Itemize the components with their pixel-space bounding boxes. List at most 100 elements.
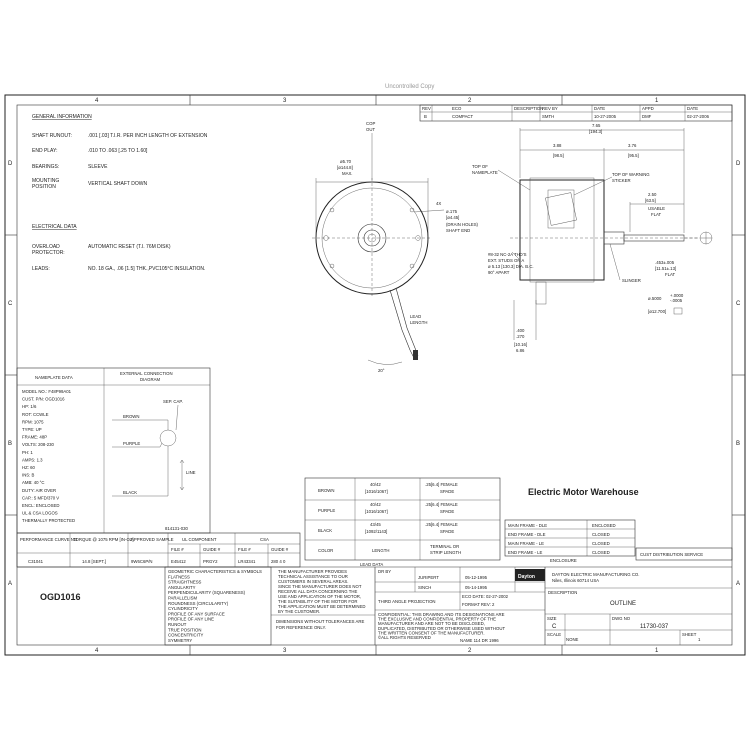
svg-text:.453±.005: .453±.005	[655, 260, 675, 265]
svg-text:[194.3]: [194.3]	[589, 129, 602, 134]
svg-text:FILE #: FILE #	[171, 547, 184, 552]
svg-text:.270: .270	[516, 334, 525, 339]
nameplate-line: UL & CSA LOGOS	[22, 511, 58, 516]
svg-text:.25[6.4] FEMALE: .25[6.4] FEMALE	[425, 522, 458, 527]
svg-text:ø5.70: ø5.70	[340, 159, 352, 164]
electrical-title: ELECTRICAL DATA	[32, 224, 77, 230]
svg-text:SCALE: SCALE	[547, 632, 561, 637]
notice-line: SINCE THE MANUFACTURER DOES NOT	[278, 584, 362, 589]
nameplate-line: AMPS: 1.3	[22, 457, 43, 462]
svg-text:280 4 0: 280 4 0	[271, 559, 286, 564]
svg-text:40/42: 40/42	[370, 482, 381, 487]
revision-block: REV ECO DESCRIPTION REV BY DATE APPD DAT…	[419, 104, 733, 122]
nameplate-line: ROT: CCWLE	[22, 412, 49, 417]
svg-text:DWG NO: DWG NO	[612, 616, 631, 621]
geometry-legend-line: PROFILE OF ANY SURFACE	[168, 611, 225, 616]
svg-text:EXT. STUDS ON A: EXT. STUDS ON A	[488, 258, 524, 263]
confidential-line: CONFIDENTIAL: THIS DRAWING AND ITS DESIG…	[378, 612, 505, 617]
row-marker: B	[8, 441, 12, 447]
svg-text:7.65: 7.65	[592, 123, 601, 128]
svg-text:OVERLOAD: OVERLOAD	[32, 244, 60, 250]
svg-text:SHEET: SHEET	[682, 632, 697, 637]
row-marker: C	[736, 301, 741, 307]
svg-text:POSITION: POSITION	[32, 184, 56, 190]
svg-text:CLOSED: CLOSED	[592, 532, 610, 537]
geometry-legend-line: STRAIGHTNESS	[168, 580, 202, 585]
svg-text:10-27-2005: 10-27-2005	[594, 114, 617, 119]
svg-text:[1016/1067]: [1016/1067]	[365, 489, 388, 494]
svg-text:ECO: ECO	[452, 106, 462, 111]
capacitor-symbol	[175, 404, 179, 431]
general-title: GENERAL INFORMATION	[32, 114, 92, 120]
svg-text:APPROVED SAMPLE: APPROVED SAMPLE	[131, 537, 174, 542]
svg-text:GUIDE #: GUIDE #	[271, 547, 289, 552]
motor-body	[519, 179, 605, 281]
svg-text:FLAT: FLAT	[665, 272, 676, 277]
svg-text:1: 1	[698, 637, 701, 642]
svg-text:END FRAME - DLE: END FRAME - DLE	[508, 532, 546, 537]
svg-text:DATE: DATE	[594, 106, 605, 111]
svg-text:[11.51±.13]: [11.51±.13]	[655, 266, 676, 271]
notice-line: THE SUITABILITY OF THE MOTOR FOR	[278, 599, 357, 604]
svg-text:#8-32 NC-2A THD'S: #8-32 NC-2A THD'S	[488, 252, 527, 257]
svg-text:DAYTON ELECTRIC MANUFACTURING: DAYTON ELECTRIC MANUFACTURING CO.	[552, 572, 639, 577]
svg-text:+.0000: +.0000	[670, 293, 684, 298]
svg-text:DESCRIPTION: DESCRIPTION	[514, 106, 543, 111]
row-marker: A	[8, 581, 12, 587]
notice-line: BY THE CUSTOMER.	[278, 609, 320, 614]
confidential-line: DUPLICATED, DISTRIBUTED OR OTHERWISE USE…	[378, 626, 505, 631]
svg-text:CLOSED: CLOSED	[592, 541, 610, 546]
geometry-legend-line: RUNOUT	[168, 622, 187, 627]
svg-text:05-14-1995: 05-14-1995	[465, 585, 488, 590]
geometry-legend-line: PROFILE OF ANY LINE	[168, 617, 214, 622]
col-marker: 1	[655, 648, 659, 654]
nameplate-line: HZ: 60	[22, 465, 36, 470]
svg-text:[1092/1143]: [1092/1143]	[365, 529, 387, 534]
svg-text:.25[6.4] FEMALE: .25[6.4] FEMALE	[425, 502, 458, 507]
svg-text:E45412: E45412	[171, 559, 186, 564]
svg-text:ENCLOSED: ENCLOSED	[592, 523, 616, 528]
svg-text:SHAFT RUNOUT:: SHAFT RUNOUT:	[32, 133, 72, 139]
svg-text:OUT: OUT	[366, 127, 375, 132]
confidential-line: MANUFACTURER AND ARE NOT TO BE DISCLOSED…	[378, 621, 485, 626]
svg-text:14.8 [SEPT.]: 14.8 [SEPT.]	[82, 559, 106, 564]
svg-text:BROWN: BROWN	[318, 488, 334, 493]
svg-text:[ø144.8]: [ø144.8]	[337, 165, 353, 170]
svg-text:GUIDE #: GUIDE #	[203, 547, 221, 552]
svg-text:90° APART: 90° APART	[488, 270, 510, 275]
svg-text:PROTECTOR:: PROTECTOR:	[32, 250, 65, 256]
connection-ref: 814131-030	[165, 526, 189, 531]
svg-text:SMTH: SMTH	[542, 114, 554, 119]
tolerance-line: FOR REFERENCE ONLY.	[276, 625, 326, 630]
svg-text:COMPACT: COMPACT	[452, 114, 474, 119]
svg-text:NONE: NONE	[566, 637, 579, 642]
svg-text:.010 TO .063 [.25 TO 1.60]: .010 TO .063 [.25 TO 1.60]	[88, 148, 148, 154]
nameplate-line: CAP.: 5 MFD/370 V	[22, 495, 59, 500]
svg-text:VERTICAL SHAFT DOWN: VERTICAL SHAFT DOWN	[88, 181, 147, 187]
svg-text:[10.16]: [10.16]	[514, 342, 527, 347]
nameplate-block: NAMEPLATE DATA EXTERNAL CONNECTION DIAGR…	[16, 367, 211, 534]
svg-text:ECO DATE: 02-27-2002: ECO DATE: 02-27-2002	[462, 594, 509, 599]
svg-text:SIZE: SIZE	[547, 616, 557, 621]
notice-line: TECHNICAL ASSISTANCE TO OUR	[278, 574, 348, 579]
svg-text:MAIN FRAME - DLE: MAIN FRAME - DLE	[508, 523, 547, 528]
geometry-legend-line: GEOMETRIC CHARACTERISTICS & SYMBOLS	[168, 569, 262, 574]
svg-text:-.0005: -.0005	[670, 298, 683, 303]
svg-text:SPADE: SPADE	[440, 509, 454, 514]
cust-box-label: CUST DISTRIBUTION SERVICE	[640, 552, 703, 557]
col-marker: 1	[655, 98, 659, 104]
svg-text:TERMINAL OR: TERMINAL OR	[430, 544, 459, 549]
geometry-legend-line: CONCENTRICITY	[168, 633, 203, 638]
nameplate-rect	[547, 189, 575, 229]
svg-text:05-12-1995: 05-12-1995	[465, 575, 488, 580]
geometry-legend-line: FLATNESS	[168, 574, 190, 579]
svg-text:SPADE: SPADE	[440, 529, 454, 534]
wire-purple-label: PURPLE	[123, 441, 140, 446]
nameplate-line: ENCL: ENCLOSED	[22, 503, 60, 508]
svg-text:USABLE: USABLE	[648, 206, 665, 211]
nameplate-line: FRAME: 48P	[22, 435, 47, 440]
notice-line: RECEIVE ALL DATA CONCERNING THE	[278, 589, 357, 594]
svg-text:LENGTH: LENGTH	[372, 548, 389, 553]
svg-text:(DRAIN HOLES): (DRAIN HOLES)	[446, 222, 479, 227]
